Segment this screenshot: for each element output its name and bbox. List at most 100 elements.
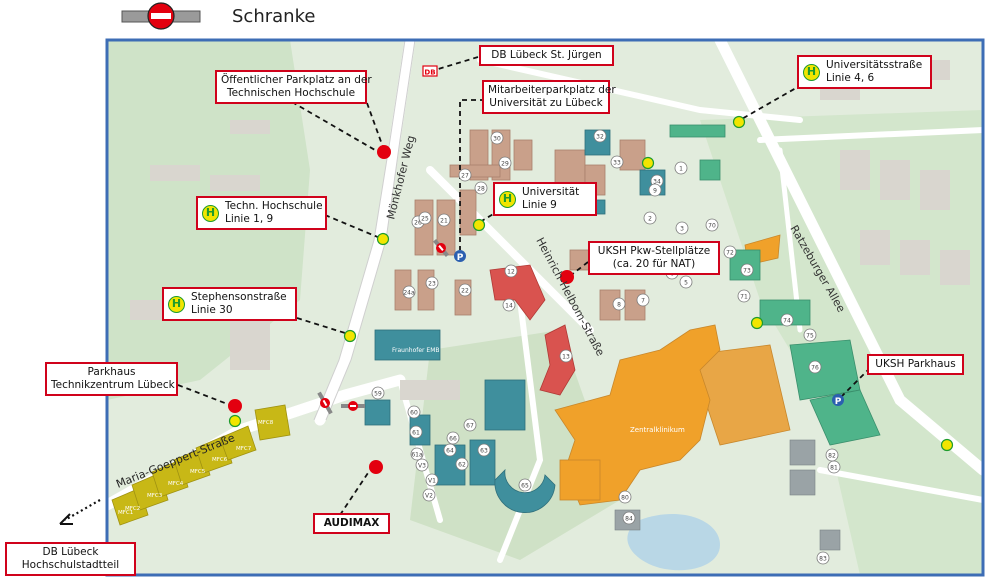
building-number-marker: 22 xyxy=(458,283,472,297)
svg-text:82: 82 xyxy=(828,453,836,460)
mfc-building-label: MFC1 xyxy=(118,510,133,516)
svg-text:73: 73 xyxy=(743,268,751,275)
svg-text:84: 84 xyxy=(625,516,633,523)
building-number-marker: 67 xyxy=(463,418,477,432)
bus-stop-icon xyxy=(940,438,954,452)
building-number-marker: 72 xyxy=(723,245,737,259)
mfc-building-label: MFC3 xyxy=(147,493,163,499)
svg-text:3: 3 xyxy=(680,226,684,233)
bus-stop-icon: H xyxy=(803,63,820,81)
svg-text:9: 9 xyxy=(653,188,657,195)
location-dot-icon xyxy=(560,270,574,284)
building-number-marker: 21 xyxy=(437,213,451,227)
svg-text:72: 72 xyxy=(726,250,734,257)
label-zentralklinikum: Zentralklinikum xyxy=(630,426,685,434)
svg-text:14: 14 xyxy=(505,303,513,310)
mfc-buildings xyxy=(111,404,291,526)
building-number-marker: 80 xyxy=(618,490,632,504)
building-number-marker: 25 xyxy=(418,211,432,225)
bus-stop-icon xyxy=(750,316,764,330)
callout-db-st-juergen: DB Lübeck St. Jürgen xyxy=(479,45,614,66)
building-number-marker: 62 xyxy=(455,457,469,471)
svg-text:P: P xyxy=(457,253,464,263)
mfc-building-label: MFC2 xyxy=(125,506,140,512)
building-number-marker: 23 xyxy=(425,276,439,290)
svg-text:28: 28 xyxy=(477,186,485,193)
svg-text:26: 26 xyxy=(414,220,422,227)
building-number-marker: 70 xyxy=(705,218,719,232)
red-buildings xyxy=(489,264,576,396)
svg-text:74: 74 xyxy=(783,318,791,325)
building-number-marker: 2 xyxy=(643,211,657,225)
callout-parkhaus-technikzentrum: Parkhaus Technikzentrum Lübeck xyxy=(45,362,178,396)
building-number-marker: 30 xyxy=(490,131,504,145)
bus-stop-icon xyxy=(343,329,357,343)
building-number-marker: 13 xyxy=(559,349,573,363)
map-barrier-icons xyxy=(317,239,449,415)
svg-text:67: 67 xyxy=(466,423,474,430)
building-number-marker: 71 xyxy=(737,289,751,303)
parking-icon: P xyxy=(832,394,844,407)
map-bus-stops xyxy=(228,115,954,452)
building-number-marker: 1 xyxy=(674,161,688,175)
svg-text:65: 65 xyxy=(521,483,529,490)
svg-text:76: 76 xyxy=(811,365,819,372)
green-area-center xyxy=(410,330,620,560)
building-number-marker: 61 xyxy=(409,425,423,439)
building-number-marker: V2 xyxy=(422,488,436,502)
building-number-markers: 30292827262524a2322211214133233341234567… xyxy=(371,129,841,565)
svg-text:23: 23 xyxy=(428,281,436,288)
bus-stop-icon xyxy=(228,414,242,428)
svg-text:P: P xyxy=(835,397,842,407)
building-number-marker: 60 xyxy=(407,405,421,419)
map-parking-icons: P P xyxy=(454,250,844,407)
building-number-marker: 63 xyxy=(477,443,491,457)
svg-text:60: 60 xyxy=(410,410,418,417)
building-number-marker: 24a xyxy=(402,285,416,299)
map-frame xyxy=(105,38,985,577)
svg-text:V1: V1 xyxy=(428,478,436,485)
svg-text:32: 32 xyxy=(596,134,604,141)
location-dot-icon xyxy=(377,145,391,159)
svg-text:30: 30 xyxy=(493,136,501,143)
parking-icon: P xyxy=(454,250,466,263)
svg-text:25: 25 xyxy=(421,216,429,223)
mfc-building-label: MFC5 xyxy=(190,469,206,475)
svg-text:V2: V2 xyxy=(425,493,433,500)
building-number-marker: 8 xyxy=(612,297,626,311)
location-dot-icon xyxy=(228,399,242,413)
bus-stop-icon: H xyxy=(499,190,516,208)
legend-barrier-label: Schranke xyxy=(232,6,316,27)
building-number-marker: 83 xyxy=(816,551,830,565)
building-number-marker: 66 xyxy=(446,431,460,445)
mfc-building-label: MFC6 xyxy=(212,457,228,463)
building-number-marker: 59 xyxy=(371,386,385,400)
svg-text:81: 81 xyxy=(830,465,838,472)
svg-text:5: 5 xyxy=(684,280,688,287)
callout-public-parking: Öffentlicher Parkplatz an der Technische… xyxy=(215,70,372,104)
svg-text:22: 22 xyxy=(461,288,469,295)
svg-text:8: 8 xyxy=(617,302,621,309)
building-number-marker: 12 xyxy=(504,264,518,278)
svg-text:V3: V3 xyxy=(418,463,426,470)
svg-text:75: 75 xyxy=(806,333,814,340)
svg-text:63: 63 xyxy=(480,448,488,455)
svg-text:7: 7 xyxy=(641,298,645,305)
building-number-marker: 81 xyxy=(827,460,841,474)
svg-text:62: 62 xyxy=(458,462,466,469)
building-number-marker: 3 xyxy=(675,221,689,235)
building-number-marker: 29 xyxy=(498,156,512,170)
building-number-marker: 73 xyxy=(740,263,754,277)
svg-text:83: 83 xyxy=(819,556,827,563)
svg-text:59: 59 xyxy=(374,391,382,398)
svg-text:2: 2 xyxy=(648,216,652,223)
callout-uksh-parkhaus: UKSH Parkhaus xyxy=(867,354,964,375)
callout-db-hochschulstadtteil: DB Lübeck Hochschulstadtteil xyxy=(5,542,136,576)
bus-stop-icon xyxy=(376,232,390,246)
svg-text:21: 21 xyxy=(440,218,448,225)
building-number-marker: 32 xyxy=(593,129,607,143)
building-number-marker: 61a xyxy=(410,447,424,461)
